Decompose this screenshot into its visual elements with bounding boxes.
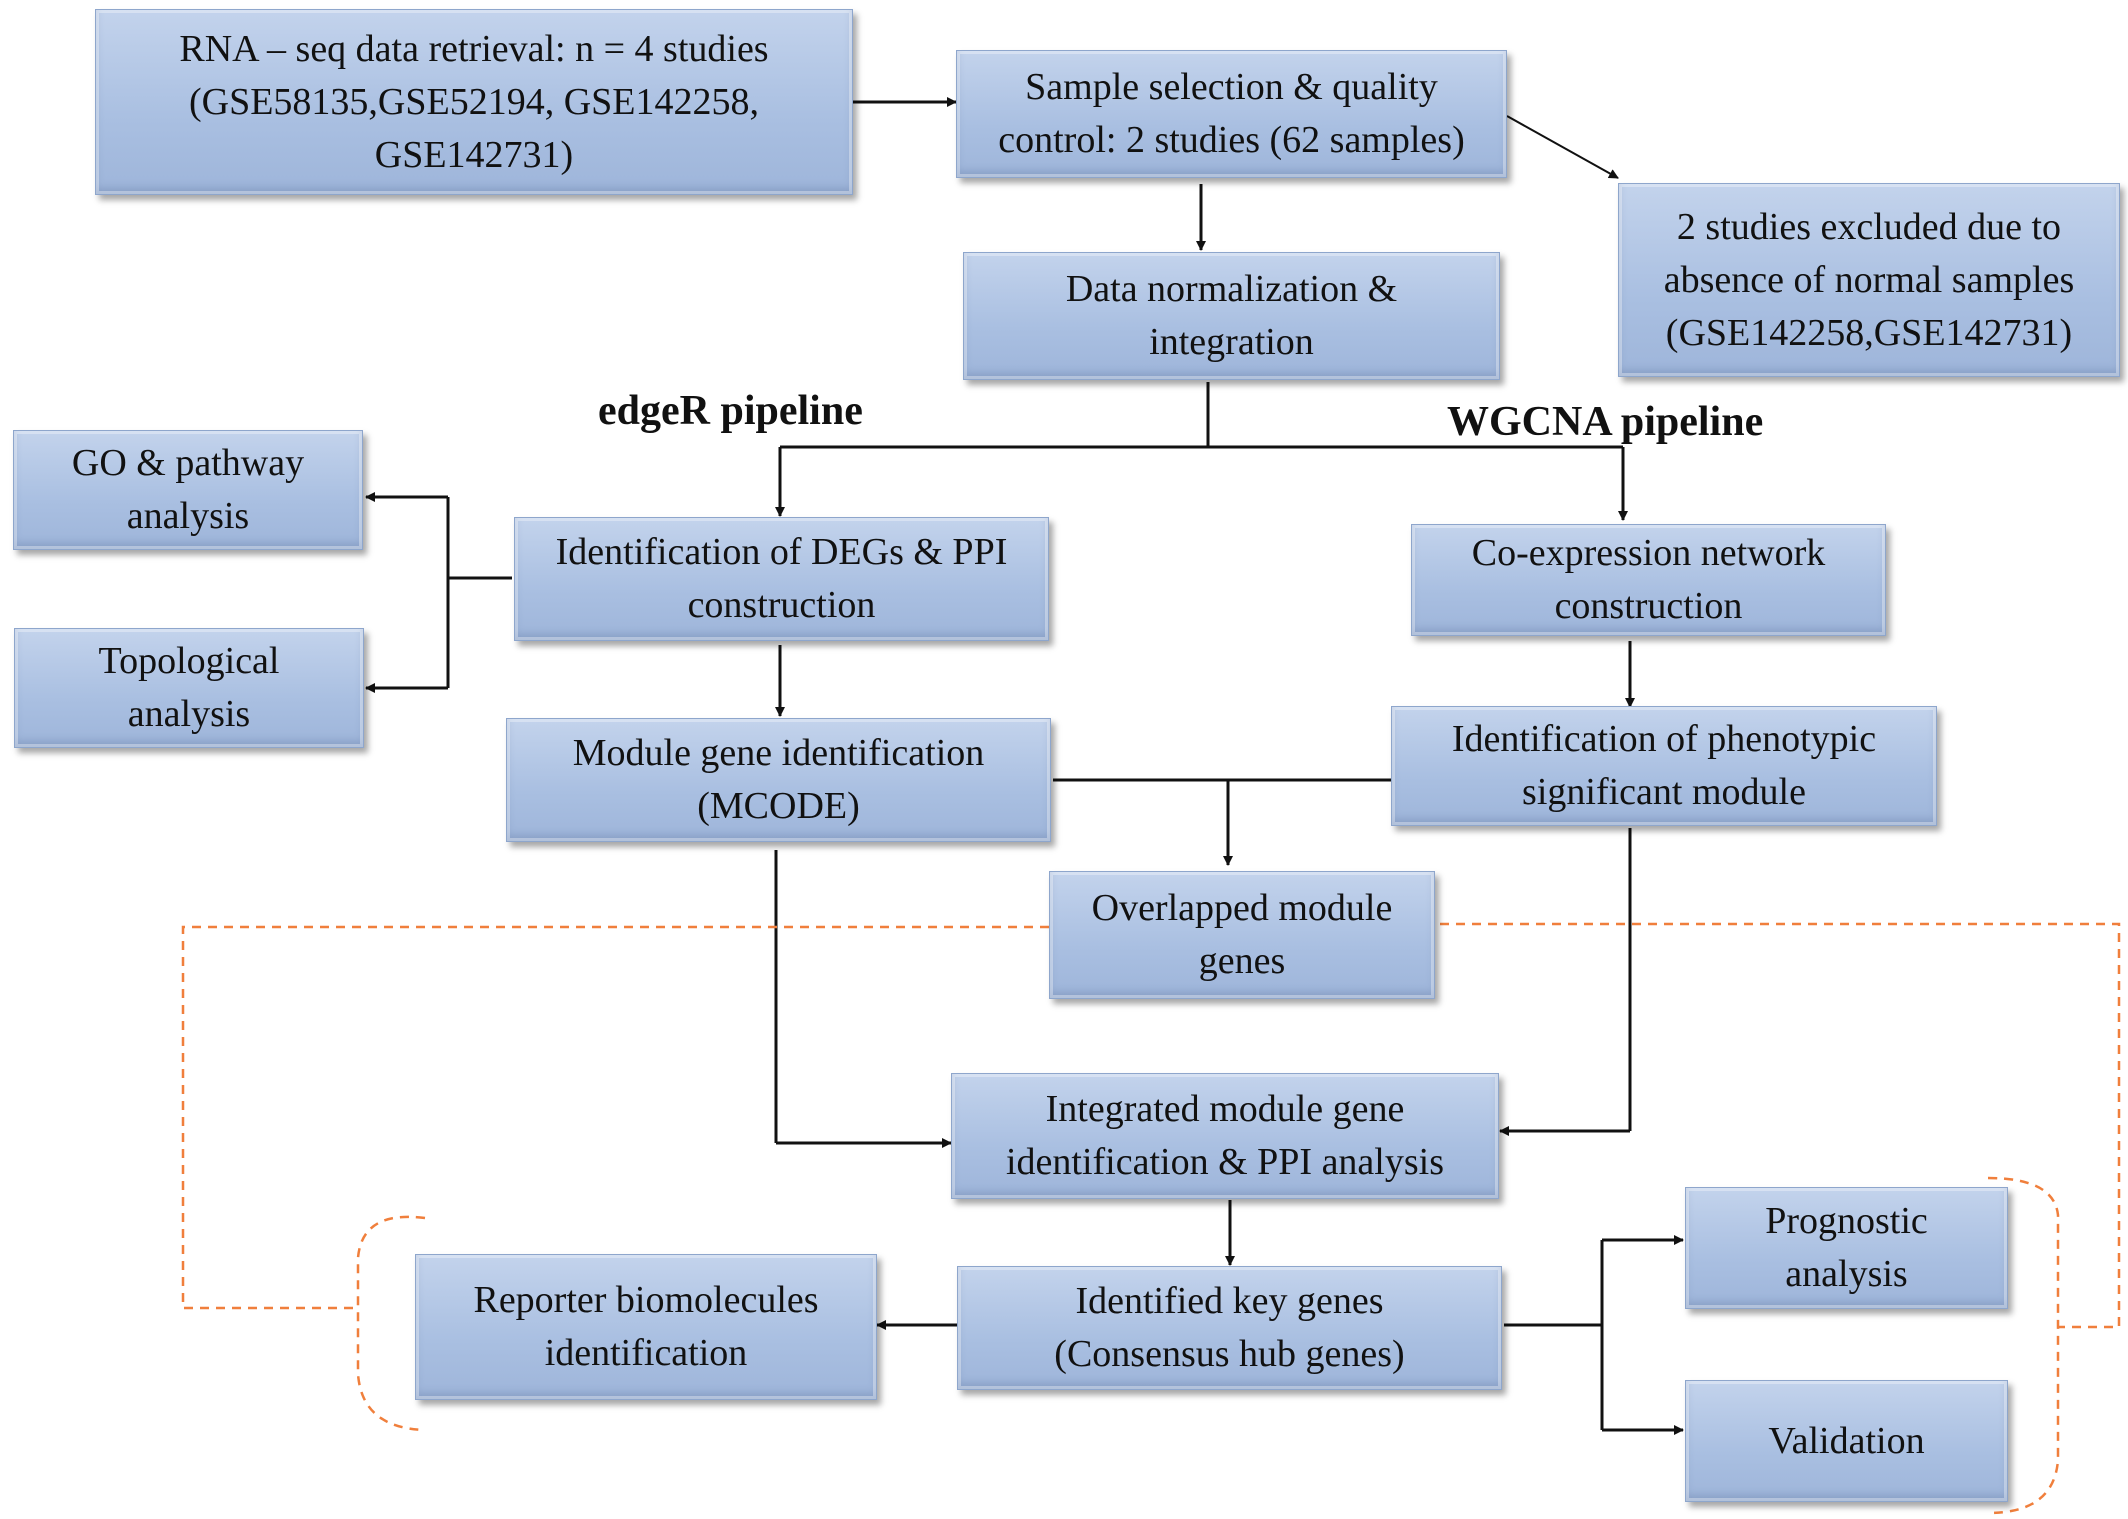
node-topological: Topological analysis	[14, 628, 364, 748]
node-go-pathway: GO & pathway analysis	[13, 430, 363, 550]
node-prognostic: Prognostic analysis	[1685, 1187, 2008, 1309]
dashed-bracket-right	[1987, 1176, 2060, 1515]
connector-keygenes-branch	[1504, 1240, 1604, 1430]
connector-normalization-split	[780, 382, 1623, 449]
node-sample-selection: Sample selection & quality control: 2 st…	[956, 50, 1507, 178]
label-edger-pipeline: edgeR pipeline	[598, 388, 863, 434]
node-integrated-module: Integrated module gene identification & …	[951, 1073, 1499, 1199]
node-overlapped-genes: Overlapped module genes	[1049, 871, 1435, 999]
node-degs-ppi: Identification of DEGs & PPI constructio…	[514, 517, 1049, 641]
node-rna-seq-retrieval: RNA – seq data retrieval: n = 4 studies …	[95, 9, 853, 195]
node-mcode: Module gene identification (MCODE)	[506, 718, 1051, 842]
dashed-feedback-loop	[181, 922, 2121, 1329]
arrow-selection-to-excluded	[1506, 115, 1619, 179]
node-coexpression-network: Co-expression network construction	[1411, 524, 1886, 636]
node-data-normalization: Data normalization & integration	[963, 252, 1500, 380]
node-key-genes: Identified key genes (Consensus hub gene…	[957, 1266, 1502, 1390]
node-phenotypic-module: Identification of phenotypic significant…	[1391, 706, 1937, 826]
label-wgcna-pipeline: WGCNA pipeline	[1447, 399, 1764, 445]
dashed-bracket-left	[356, 1215, 426, 1432]
node-reporter-biomolecules: Reporter biomolecules identification	[415, 1254, 877, 1400]
node-validation: Validation	[1685, 1380, 2008, 1502]
connector-degs-branch	[446, 497, 512, 688]
node-excluded-studies: 2 studies excluded due to absence of nor…	[1618, 183, 2120, 377]
